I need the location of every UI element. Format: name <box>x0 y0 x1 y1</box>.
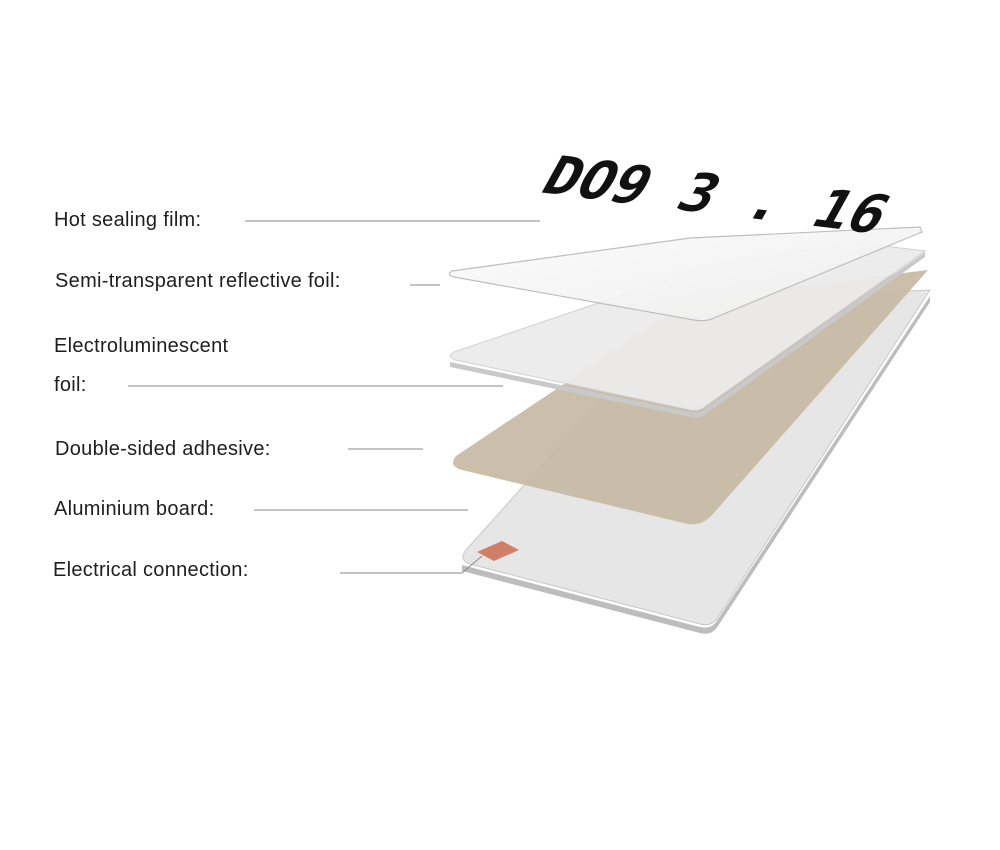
electrical-connection-pad <box>477 541 519 561</box>
label-electroluminescent-line2: foil: <box>54 374 87 396</box>
label-electroluminescent-line1: Electroluminescent <box>54 335 229 357</box>
label-reflective-foil: Semi-transparent reflective foil: <box>55 270 341 292</box>
license-plate-text: DO9 3 . 16 <box>531 145 901 246</box>
label-hot-sealing-film: Hot sealing film: <box>54 209 202 231</box>
hot-sealing-film-layer <box>448 226 923 322</box>
label-electrical-connection: Electrical connection: <box>53 559 249 581</box>
leader-line-electrical-connection <box>340 555 483 574</box>
label-aluminium-board: Aluminium board: <box>54 498 215 520</box>
label-double-sided-adhesive: Double-sided adhesive: <box>55 438 271 460</box>
hot-sealing-film-surface <box>448 226 923 322</box>
leader-lines <box>128 220 540 574</box>
